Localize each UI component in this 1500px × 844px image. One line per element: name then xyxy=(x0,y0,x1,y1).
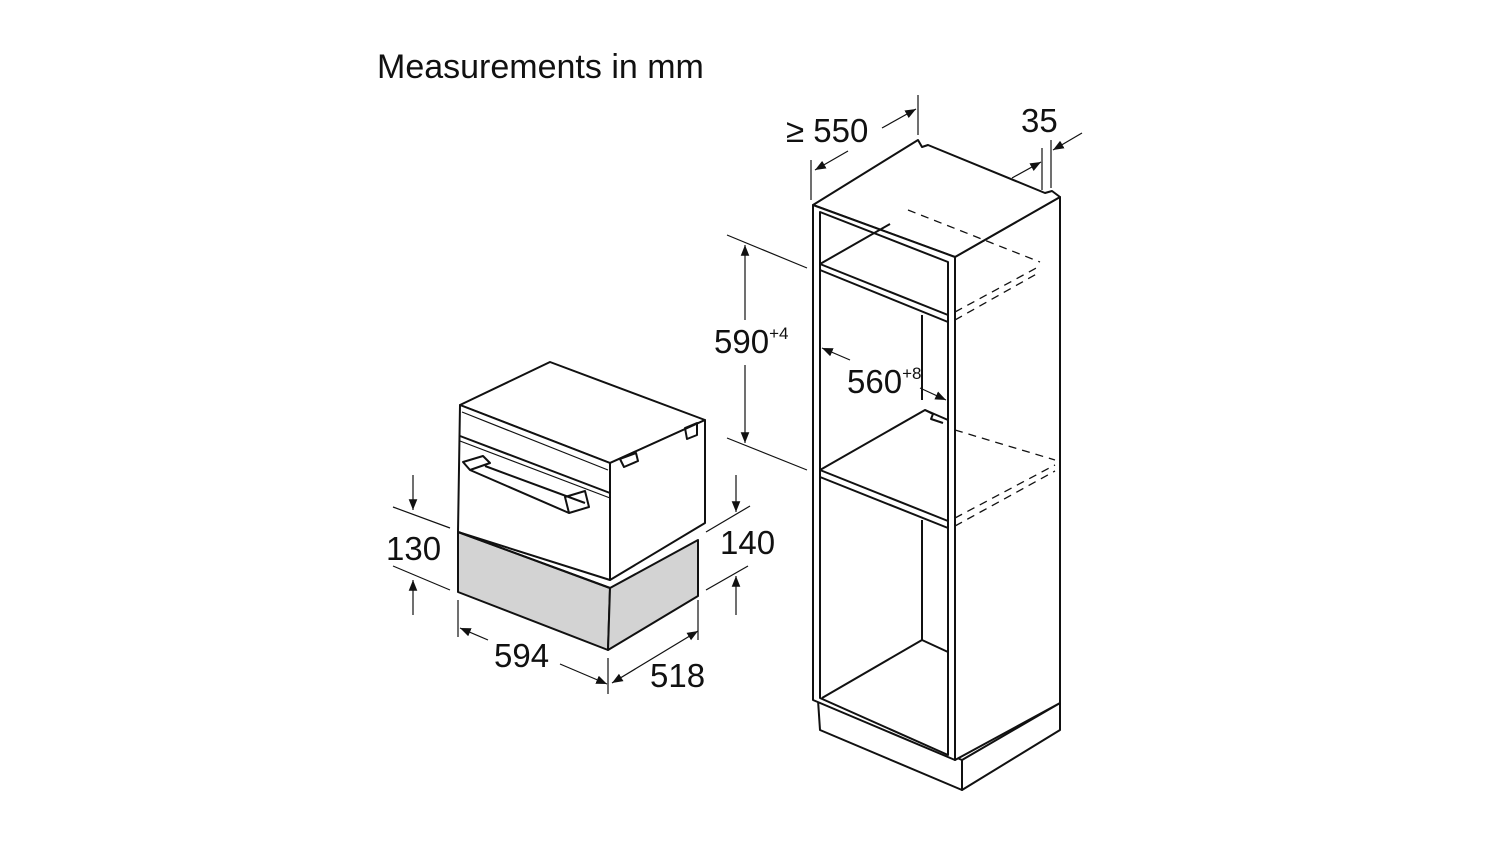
dim-518-label: 518 xyxy=(650,657,705,694)
dim-550-label: ≥ 550 xyxy=(786,112,868,149)
dim-35-label: 35 xyxy=(1021,102,1058,139)
dim-130: 130 xyxy=(386,475,451,615)
dim-35: 35 xyxy=(1011,102,1083,190)
dim-590-label: 590+4 xyxy=(714,323,788,360)
dim-560: 560+8 xyxy=(821,347,947,401)
tall-cabinet xyxy=(812,139,1061,791)
dim-560-label: 560+8 xyxy=(847,363,921,400)
dim-594: 594 xyxy=(457,600,608,685)
dim-550: ≥ 550 xyxy=(786,95,919,200)
diagram-title: Measurements in mm xyxy=(377,48,704,86)
dim-594-label: 594 xyxy=(494,637,549,674)
dim-140: 140 xyxy=(705,475,775,615)
dim-518: 518 xyxy=(607,600,705,694)
oven-appliance xyxy=(457,361,706,581)
warming-drawer xyxy=(457,531,699,651)
oven-handle-icon xyxy=(462,455,590,514)
dim-590: 590+4 xyxy=(714,234,808,471)
dim-130-label: 130 xyxy=(386,530,441,567)
dim-140-label: 140 xyxy=(720,524,775,561)
